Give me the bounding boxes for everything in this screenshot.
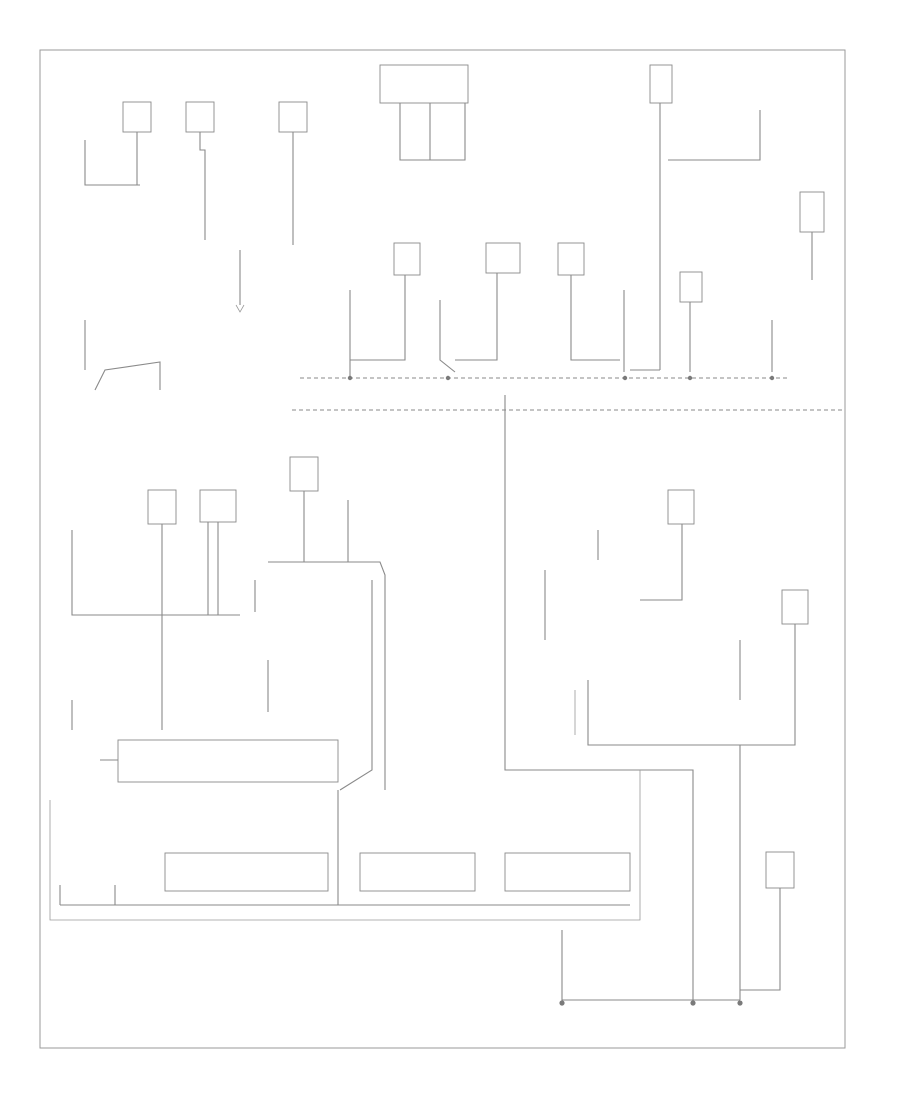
top-left-components: [84, 101, 308, 313]
component-box-icon: [781, 589, 809, 625]
top-center-connector: [379, 64, 469, 161]
component-box-icon: [765, 851, 795, 889]
component-box-icon: [117, 739, 339, 783]
component-box-icon: [289, 456, 319, 492]
component-box-icon: [393, 242, 421, 276]
component-box-icon: [147, 489, 177, 525]
splice-dot-icon: [622, 375, 628, 381]
splice-dot-icon: [445, 375, 451, 381]
component-box-icon: [679, 271, 703, 303]
component-box-icon: [557, 242, 585, 276]
top-right-components: [649, 64, 825, 370]
splice-dot-icon: [687, 375, 693, 381]
component-box-icon: [164, 852, 329, 892]
component-box-icon: [667, 489, 695, 525]
component-box-icon: [359, 852, 476, 892]
component-box-icon: [278, 101, 308, 133]
splice-dot-icon: [769, 375, 775, 381]
component-box-icon: [485, 242, 521, 274]
right-middle-components: [544, 489, 809, 1000]
component-box-icon: [379, 64, 469, 104]
component-box-icon: [649, 64, 673, 104]
upper-components: [292, 242, 845, 1000]
bottom-modules: [49, 770, 740, 1001]
splice-dot-icon: [347, 375, 353, 381]
component-box-icon: [199, 489, 237, 523]
component-box-icon: [122, 101, 152, 133]
component-box-icon: [504, 852, 631, 892]
component-box-icon: [185, 101, 215, 133]
diagram-frame: [39, 49, 846, 1049]
ground-icon: [559, 1000, 743, 1006]
component-box-icon: [799, 191, 825, 233]
left-middle-components: [71, 320, 386, 905]
